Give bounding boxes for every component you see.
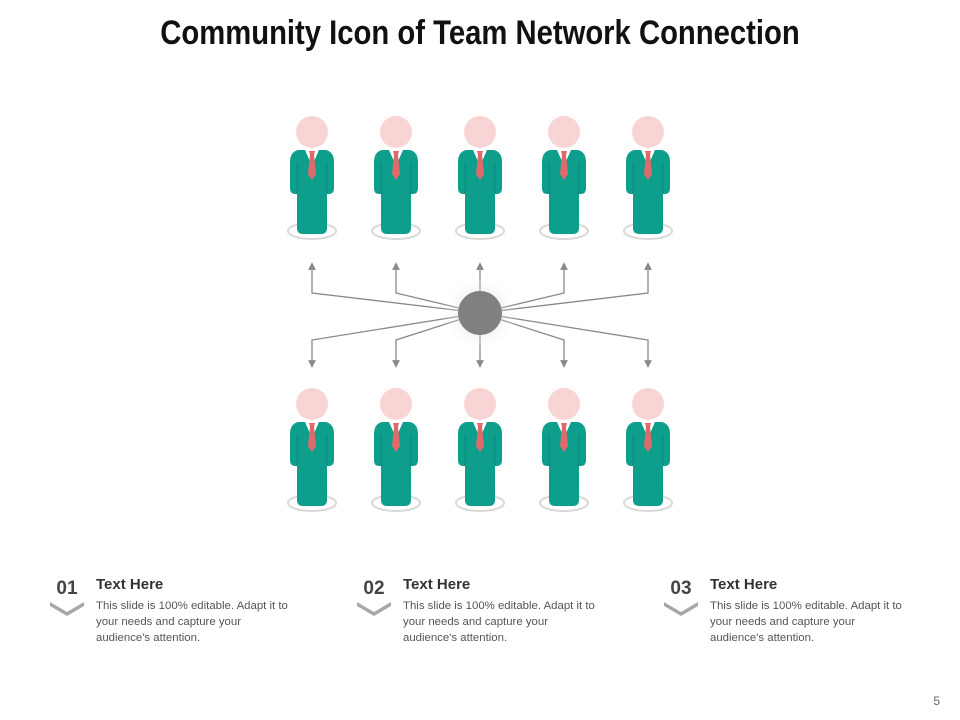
businessman-icon: [623, 116, 673, 240]
info-body: This slide is 100% editable. Adapt it to…: [710, 600, 902, 644]
network-hub-icon: [442, 275, 518, 351]
businessman-icon: [455, 116, 505, 240]
businessman-icon: [539, 388, 589, 512]
info-heading: Text Here: [710, 576, 778, 593]
info-body: This slide is 100% editable. Adapt it to…: [96, 600, 288, 644]
info-body: This slide is 100% editable. Adapt it to…: [403, 600, 595, 644]
connector-arrow-down: [479, 312, 652, 368]
chevron-down-icon: [50, 602, 84, 616]
info-number: 01: [56, 578, 78, 599]
team-network-diagram: [287, 116, 673, 512]
businessman-icon: [371, 116, 421, 240]
info-number: 02: [363, 578, 385, 599]
chevron-down-icon: [357, 602, 391, 616]
connector-arrow-up: [308, 262, 481, 314]
info-number: 03: [670, 578, 692, 599]
businessman-icon: [287, 116, 337, 240]
businessman-icon: [623, 388, 673, 512]
businessman-icon: [371, 388, 421, 512]
slide-title: Community Icon of Team Network Connectio…: [160, 14, 800, 52]
businessman-icon: [287, 388, 337, 512]
info-heading: Text Here: [403, 576, 471, 593]
businessman-icon: [455, 388, 505, 512]
connector-arrow-down: [308, 312, 481, 368]
hub-circle: [458, 291, 502, 335]
connector-arrow-up: [479, 262, 652, 314]
chevron-down-icon: [664, 602, 698, 616]
businessman-icon: [539, 116, 589, 240]
people-group: [287, 116, 673, 512]
info-heading: Text Here: [96, 576, 164, 593]
page-number: 5: [933, 694, 940, 708]
